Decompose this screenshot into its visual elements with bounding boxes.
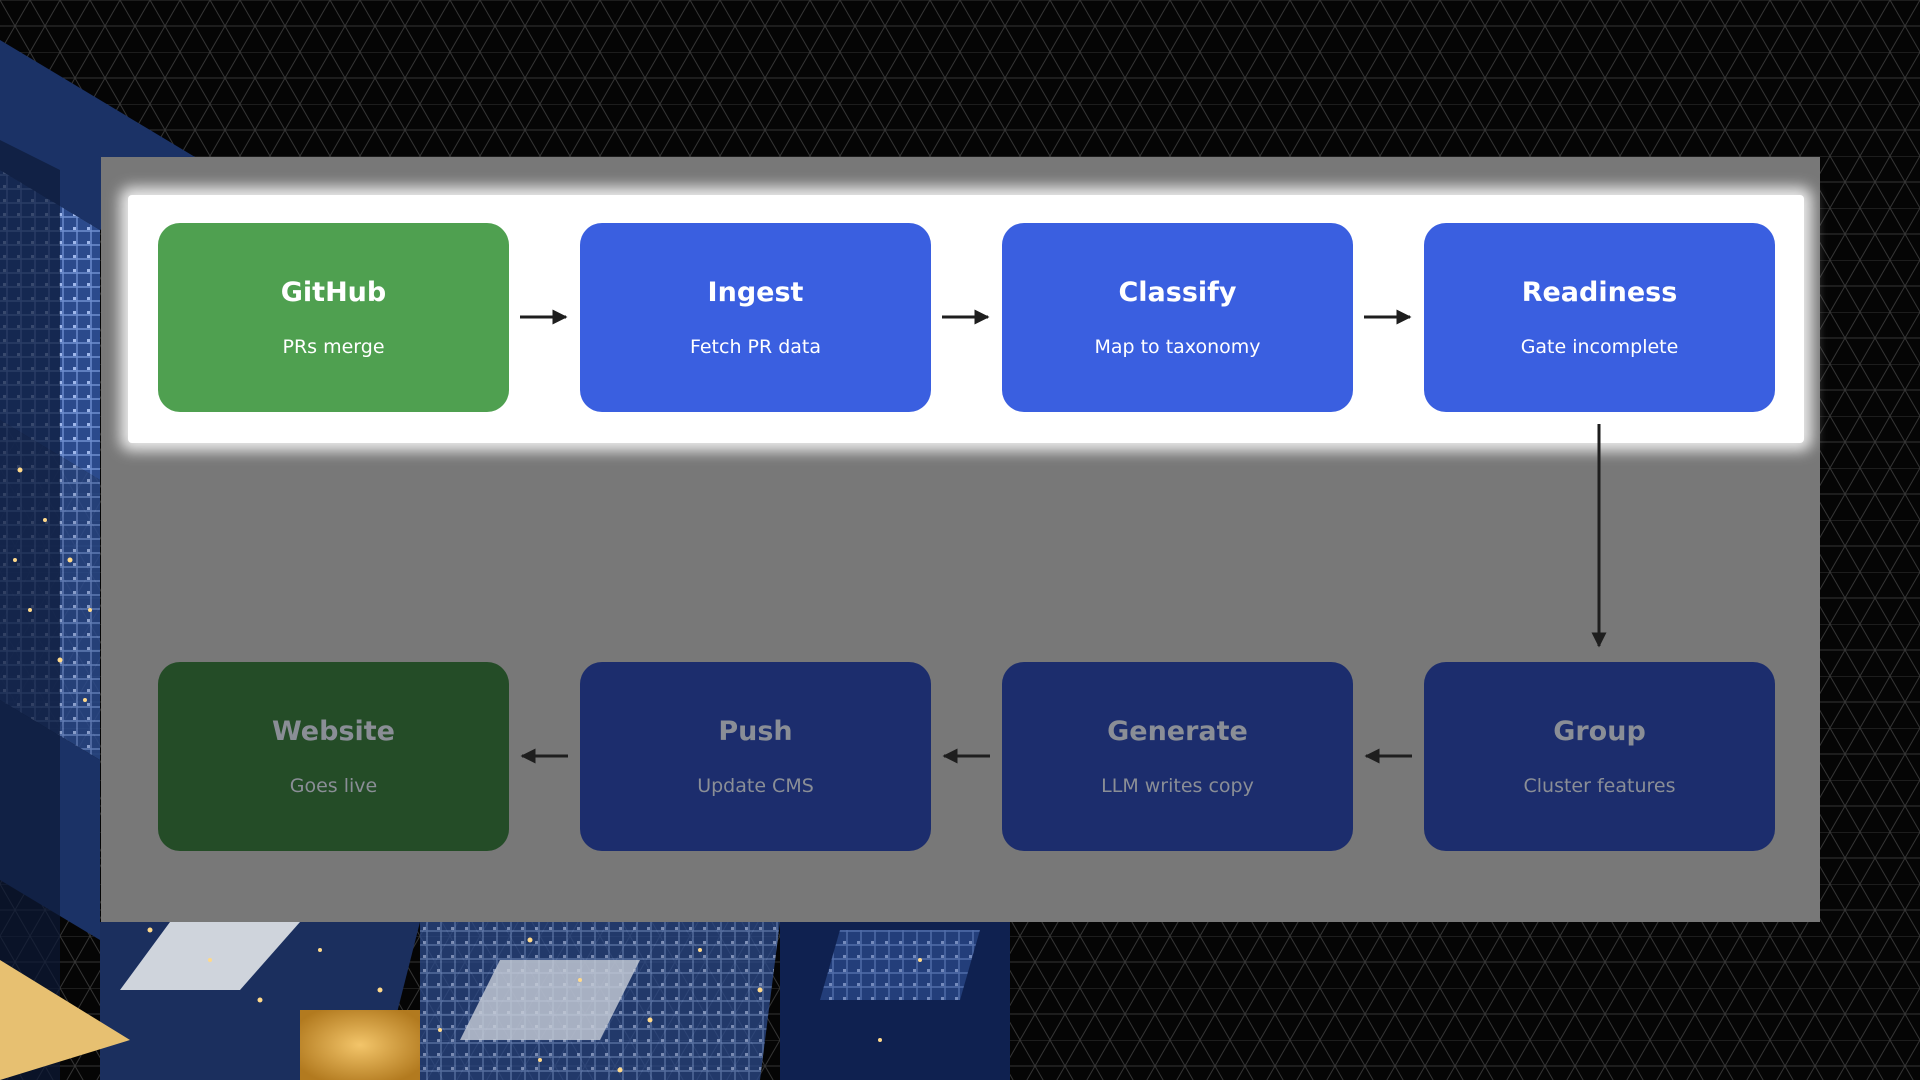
node-subtitle: PRs merge: [282, 335, 385, 358]
node-push: Push Update CMS: [580, 662, 931, 851]
node-group: Group Cluster features: [1424, 662, 1775, 851]
node-generate: Generate LLM writes copy: [1002, 662, 1353, 851]
node-readiness: Readiness Gate incomplete: [1424, 223, 1775, 412]
node-title: Classify: [1118, 276, 1237, 308]
node-subtitle: Fetch PR data: [689, 335, 822, 358]
node-subtitle: Goes live: [289, 774, 378, 797]
node-subtitle: Cluster features: [1523, 774, 1676, 797]
node-title: Generate: [1107, 715, 1248, 747]
node-github: GitHub PRs merge: [158, 223, 509, 412]
node-classify: Classify Map to taxonomy: [1002, 223, 1353, 412]
node-website: Website Goes live: [158, 662, 509, 851]
node-title: Ingest: [707, 276, 804, 308]
node-ingest: Ingest Fetch PR data: [580, 223, 931, 412]
node-title: Push: [718, 715, 793, 747]
node-subtitle: Map to taxonomy: [1094, 335, 1261, 358]
node-title: GitHub: [280, 276, 387, 308]
node-title: Group: [1553, 715, 1646, 747]
node-subtitle: LLM writes copy: [1101, 774, 1254, 797]
node-title: Readiness: [1521, 276, 1678, 308]
node-title: Website: [271, 715, 395, 747]
node-subtitle: Update CMS: [697, 774, 814, 797]
node-subtitle: Gate incomplete: [1520, 335, 1679, 358]
